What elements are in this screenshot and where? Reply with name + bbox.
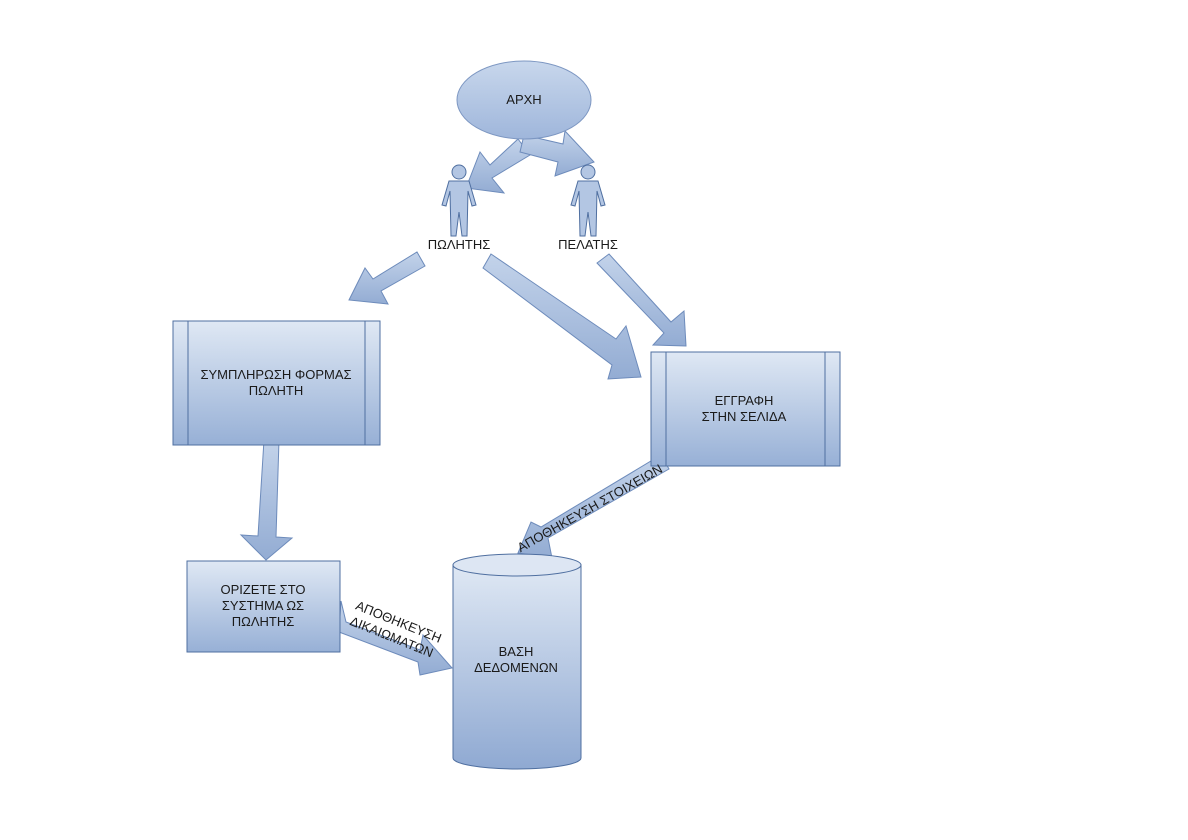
arrow-start-to-customer <box>519 129 595 177</box>
arrow-seller-to-form <box>348 251 426 305</box>
start-node <box>456 60 592 140</box>
registration-process <box>650 351 841 467</box>
database-label-line1: ΒΑΣΗ <box>499 644 534 659</box>
set-seller-process <box>186 560 341 653</box>
registration-label-line1: ΕΓΓΡΑΦΗ <box>715 393 774 408</box>
arrow-seller-to-registration <box>482 253 642 380</box>
set-seller-label-line3: ΠΩΛΗΤΗΣ <box>232 614 295 629</box>
seller-form-label-line2: ΠΩΛΗΤΗ <box>249 383 304 398</box>
seller-actor-icon <box>441 164 477 237</box>
seller-actor-label: ΠΩΛΗΤΗΣ <box>428 237 491 252</box>
customer-actor-label: ΠΕΛΑΤΗΣ <box>558 237 618 252</box>
arrow-customer-to-registration <box>596 253 687 347</box>
set-seller-label-line2: ΣΥΣΤΗΜΑ ΩΣ <box>222 598 304 613</box>
database-label-line2: ΔΕΔΟΜΕΝΩΝ <box>474 660 558 675</box>
save-data-edge-label: ΑΠΟΘΗΚΕΥΣΗ ΣΤΟΙΧΕΙΩΝ <box>515 461 665 555</box>
registration-label-line2: ΣΤΗΝ ΣΕΛΙΔΑ <box>702 409 787 424</box>
start-label: ΑΡΧΗ <box>506 92 541 107</box>
seller-form-label-line1: ΣΥΜΠΛΗΡΩΣΗ ΦΟΡΜΑΣ <box>200 367 351 382</box>
arrow-form-to-setseller <box>239 439 294 561</box>
arrow-start-to-seller <box>465 138 531 194</box>
database-cylinder <box>452 553 582 770</box>
set-seller-label-line1: ΟΡΙΖΕΤΕ ΣΤΟ <box>220 582 305 597</box>
seller-form-process <box>172 320 381 446</box>
customer-actor-icon <box>570 164 606 237</box>
arrow-setseller-to-database <box>338 600 453 676</box>
